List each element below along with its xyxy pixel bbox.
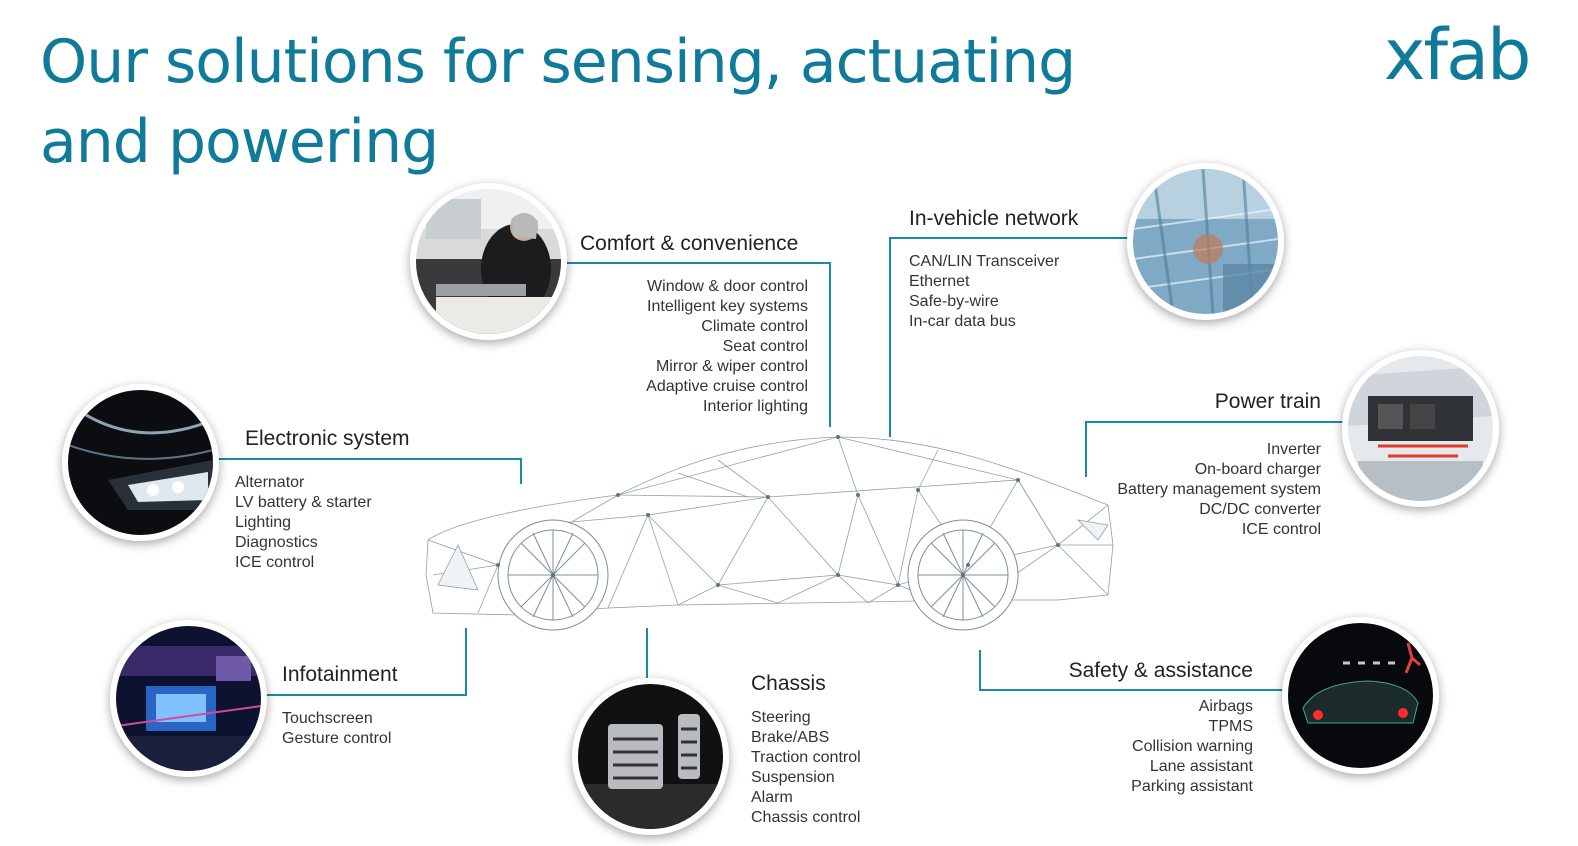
infotainment-photo — [110, 620, 267, 777]
connector-comfort-h — [563, 262, 831, 264]
list-item: Touchscreen — [282, 710, 373, 727]
connector-safety-h — [979, 689, 1284, 691]
list-item: Lighting — [235, 514, 292, 531]
electronic-photo — [62, 384, 219, 541]
connector-network-v — [889, 237, 891, 437]
list-item: Window & door control — [647, 278, 808, 295]
list-item: Intelligent key systems — [647, 298, 808, 315]
list-item: Airbags — [1198, 698, 1253, 715]
list-item: Adaptive cruise control — [646, 378, 808, 395]
list-item: Mirror & wiper control — [655, 358, 808, 375]
connector-powertrain-v — [1085, 421, 1087, 477]
infotainment-list: Touchscreen Gesture control — [282, 709, 391, 749]
powertrain-title: Power train — [1214, 390, 1321, 413]
list-item: Alarm — [751, 789, 793, 806]
list-item: Steering — [751, 709, 811, 726]
chassis-title: Chassis — [751, 672, 826, 695]
list-item: Suspension — [751, 769, 835, 786]
car-wireframe-illustration — [425, 435, 1114, 631]
connector-electronic-v — [520, 458, 522, 484]
connector-comfort-v — [829, 262, 831, 427]
list-item: LV battery & starter — [235, 494, 372, 511]
electronic-title: Electronic system — [245, 427, 410, 450]
list-item: Collision warning — [1132, 738, 1253, 755]
list-item: Interior lighting — [703, 398, 808, 415]
list-item: Chassis control — [751, 809, 861, 826]
list-item: Alternator — [235, 474, 305, 491]
list-item: Inverter — [1266, 441, 1321, 458]
page-title: Our solutions for sensing, actuating and… — [40, 27, 1076, 177]
comfort-photo — [410, 183, 567, 340]
list-item: TPMS — [1208, 718, 1253, 735]
connector-infotainment-h — [263, 694, 467, 696]
chassis-photo — [572, 678, 729, 835]
safety-list: Airbags TPMS Collision warning Lane assi… — [1131, 697, 1253, 797]
list-item: Safe-by-wire — [909, 293, 999, 310]
list-item: ICE control — [235, 554, 315, 571]
list-item: DC/DC converter — [1199, 501, 1321, 518]
connector-safety-v — [979, 650, 981, 691]
network-photo — [1127, 163, 1284, 320]
connector-powertrain-h — [1085, 421, 1345, 423]
list-item: Traction control — [751, 749, 861, 766]
list-item: In-car data bus — [909, 313, 1016, 330]
list-item: Ethernet — [909, 273, 970, 290]
comfort-title: Comfort & convenience — [580, 232, 799, 255]
list-item: On-board charger — [1194, 461, 1321, 478]
list-item: Gesture control — [282, 730, 392, 747]
electronic-list: Alternator LV battery & starter Lighting… — [235, 473, 372, 573]
safety-photo — [1282, 617, 1439, 774]
list-item: ICE control — [1241, 521, 1321, 538]
network-title: In-vehicle network — [909, 207, 1079, 230]
infotainment-title: Infotainment — [282, 663, 398, 686]
list-item: Lane assistant — [1149, 758, 1253, 775]
powertrain-list: Inverter On-board charger Battery manage… — [1117, 440, 1321, 540]
xfab-logo: xfab — [1384, 14, 1531, 96]
chassis-list: Steering Brake/ABS Traction control Susp… — [751, 708, 861, 828]
list-item: Brake/ABS — [751, 729, 830, 746]
network-list: CAN/LIN Transceiver Ethernet Safe-by-wir… — [909, 252, 1059, 332]
comfort-list: Window & door control Intelligent key sy… — [646, 277, 808, 417]
connector-network-h — [889, 237, 1129, 239]
list-item: Climate control — [701, 318, 808, 335]
connector-chassis-v — [646, 628, 648, 678]
powertrain-photo — [1342, 350, 1499, 507]
list-item: Battery management system — [1117, 481, 1321, 498]
connector-infotainment-v — [465, 628, 467, 696]
list-item: CAN/LIN Transceiver — [909, 253, 1060, 270]
list-item: Parking assistant — [1131, 778, 1253, 795]
connector-electronic-h — [213, 458, 522, 460]
safety-title: Safety & assistance — [1068, 659, 1253, 682]
list-item: Seat control — [722, 338, 808, 355]
list-item: Diagnostics — [235, 534, 318, 551]
